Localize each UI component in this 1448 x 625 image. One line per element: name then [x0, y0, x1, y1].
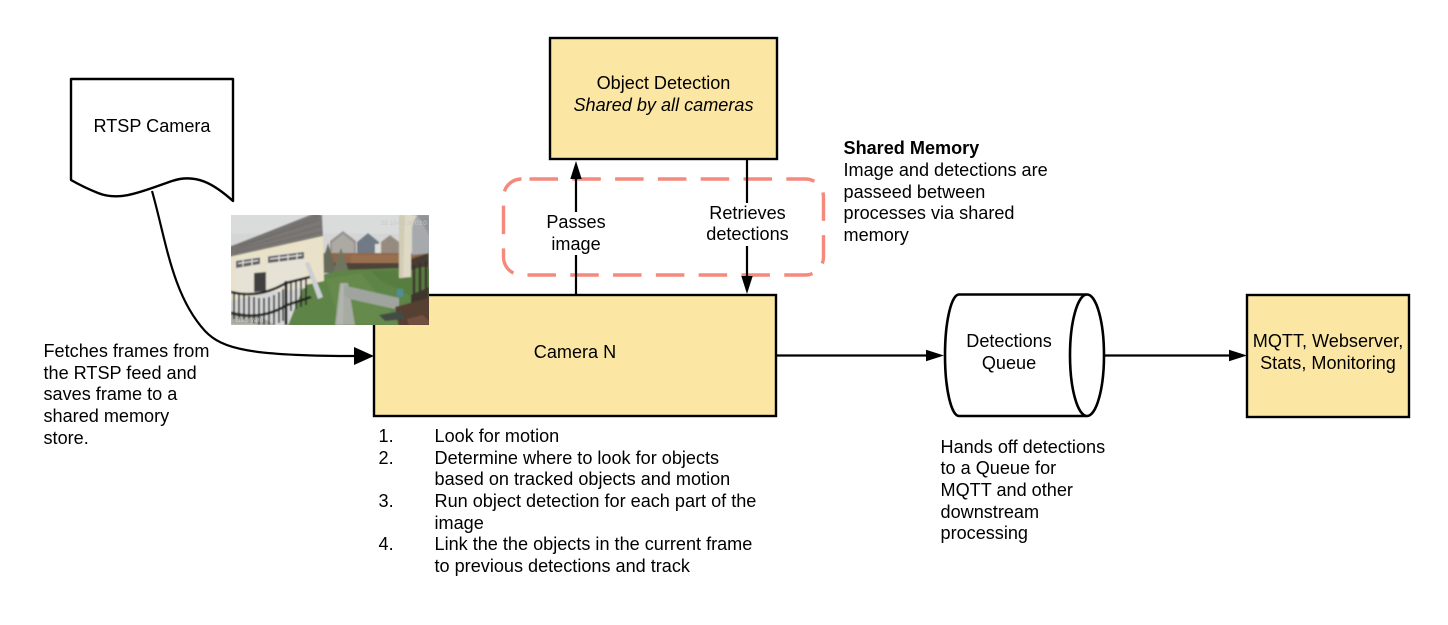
svg-text:28 10-03-26 03:0: 28 10-03-26 03:0 — [381, 221, 427, 227]
svg-text:Backyard: Backyard — [236, 317, 263, 324]
